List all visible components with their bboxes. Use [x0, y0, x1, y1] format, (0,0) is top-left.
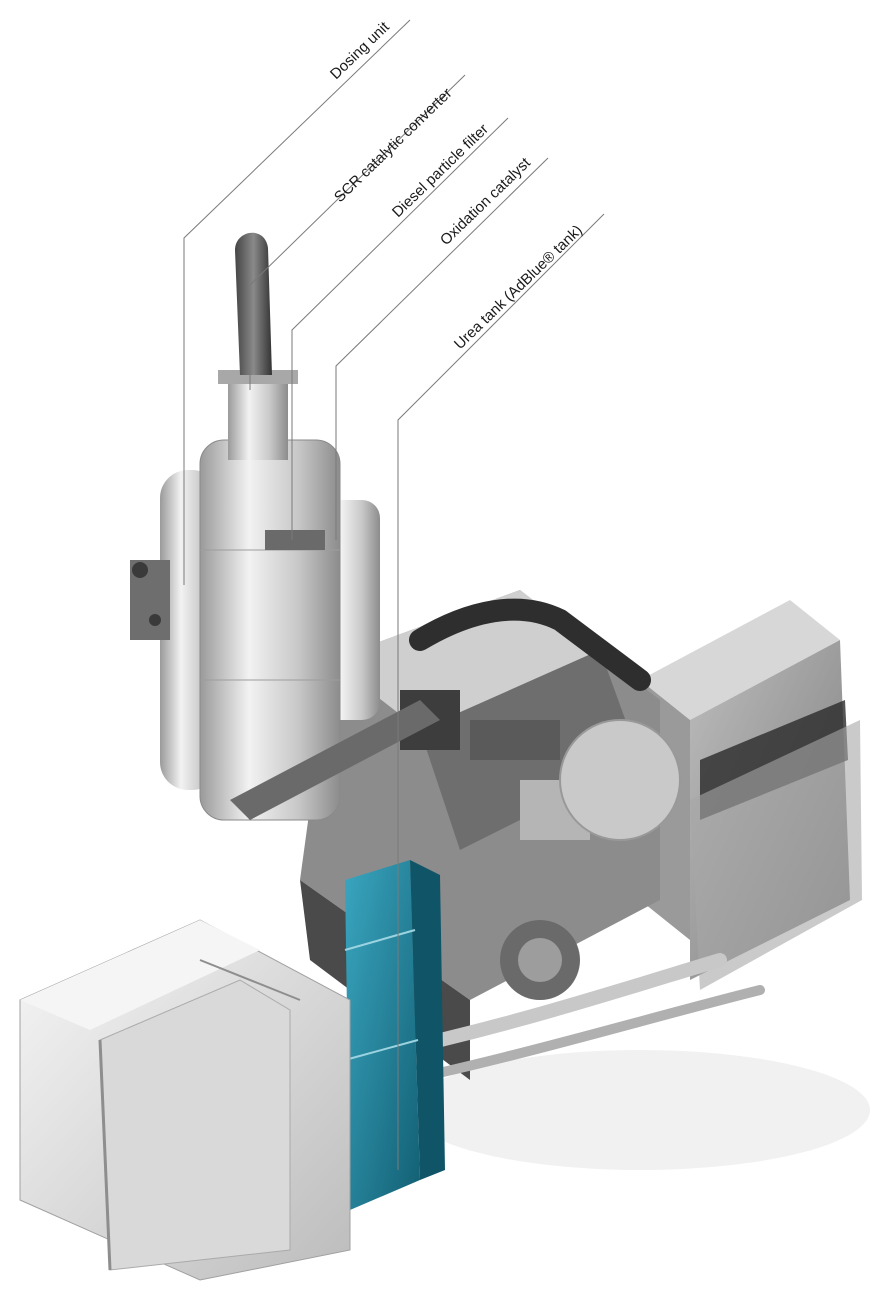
leader-dosing-unit: [183, 19, 411, 585]
leader-oxidation-catalyst: [335, 157, 549, 540]
dosing-unit-module: [130, 560, 170, 640]
fuel-tank: [19, 919, 351, 1281]
urea-tank: [344, 860, 445, 1210]
mounting-bracket: [230, 700, 440, 820]
label-dosing-unit: Dosing unit: [327, 18, 393, 83]
radiator-block: [640, 600, 862, 990]
leader-diesel-particle-filter: [291, 117, 509, 540]
leader-lines: [183, 19, 605, 1170]
leader-scr-catalytic-converter: [249, 74, 466, 390]
callout-labels: Dosing unit SCR catalytic converter Dies…: [327, 18, 586, 353]
ground-shadow: [410, 1050, 870, 1170]
exhaust-tailpipe: [218, 232, 298, 460]
leader-urea-tank: [397, 213, 605, 1170]
label-urea-tank: Urea tank (AdBlue® tank): [451, 222, 586, 353]
